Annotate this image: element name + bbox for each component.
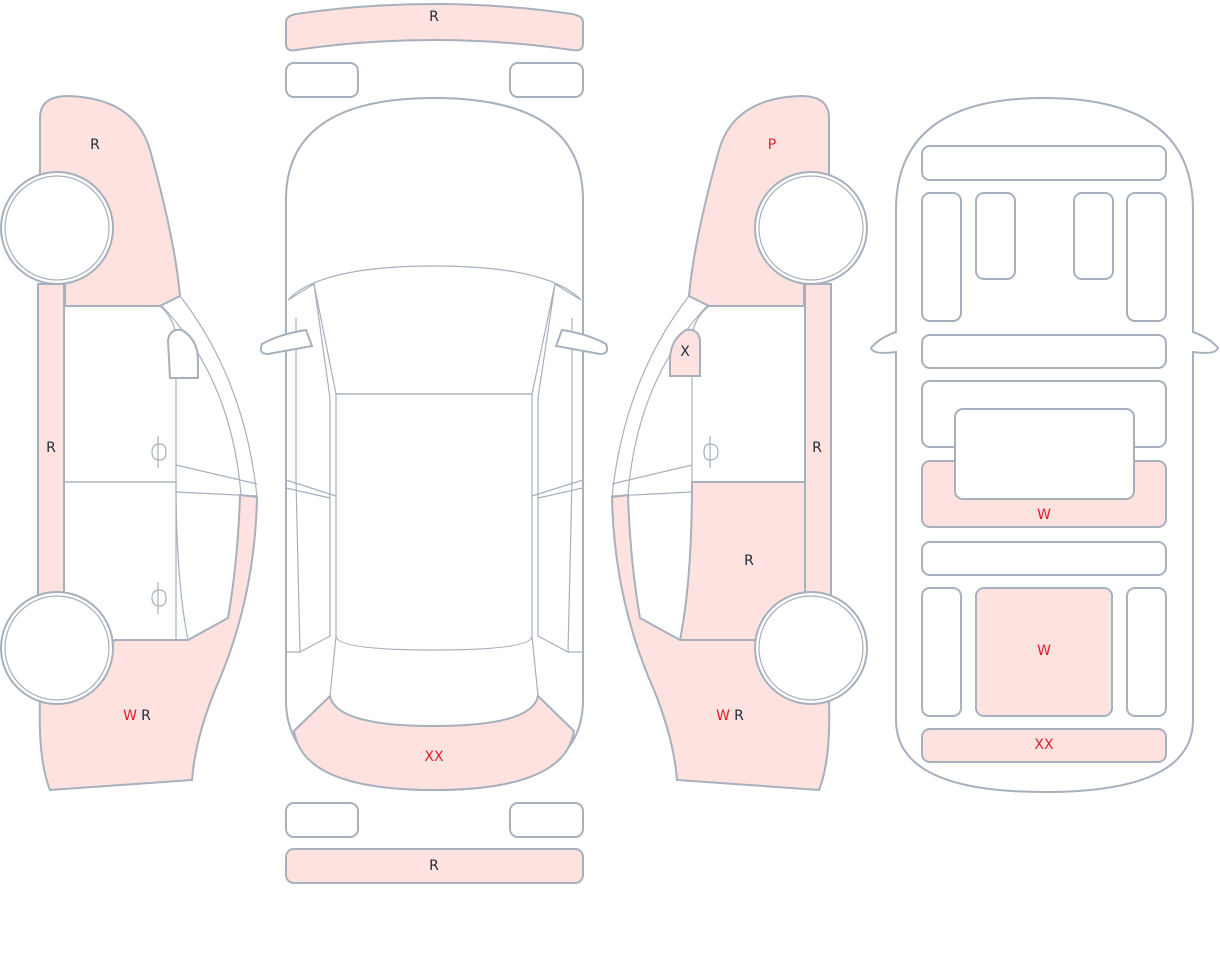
rear-bumper-label: R	[429, 858, 439, 874]
right-front-wheel	[754, 171, 868, 285]
left-side-view: R R W R	[0, 94, 259, 792]
right-headlight[interactable]	[509, 62, 584, 98]
left-front-fender-label: R	[90, 137, 100, 153]
right-rear-quarter-w-label: W	[716, 708, 730, 724]
right-window-line	[611, 464, 693, 497]
rear-bumper[interactable]	[285, 848, 584, 884]
right-rear-quarter-r-label: R	[734, 708, 744, 724]
right-a-pillar	[611, 295, 708, 498]
left-rear-trim[interactable]	[921, 587, 962, 717]
left-rear-wheel-inner	[4, 595, 110, 701]
left-rear-quarter[interactable]	[38, 493, 259, 792]
right-rear-door-label: R	[744, 553, 754, 569]
rear-seat[interactable]	[975, 587, 1113, 717]
right-mirror-top[interactable]	[554, 328, 609, 356]
right-side-view: P X R R W R	[610, 94, 868, 792]
passenger-door-trim[interactable]	[1126, 192, 1167, 322]
passenger-seat[interactable]	[1073, 192, 1114, 280]
left-rear-handle[interactable]	[151, 582, 167, 614]
armrest[interactable]	[954, 408, 1135, 500]
right-pillar-lines	[531, 479, 584, 653]
left-rocker-label: R	[46, 440, 56, 456]
left-taillight[interactable]	[285, 802, 359, 838]
left-headlight[interactable]	[285, 62, 359, 98]
left-rear-quarter-r-label: R	[141, 708, 151, 724]
front-bumper-label: R	[429, 9, 439, 25]
top-view: R XX R	[259, 3, 609, 884]
windshield[interactable]	[287, 265, 582, 395]
interior-view: W W XX	[869, 96, 1220, 794]
front-console[interactable]	[921, 334, 1167, 369]
right-front-door[interactable]	[691, 305, 806, 483]
left-mirror[interactable]	[166, 328, 199, 379]
right-rear-wheel-inner	[758, 595, 864, 701]
rear-seat-label: W	[1037, 643, 1051, 659]
left-window-line	[175, 464, 258, 497]
right-mirror-label: X	[680, 344, 690, 360]
right-rear-trim[interactable]	[1126, 587, 1167, 717]
front-seat-label: W	[1037, 507, 1051, 523]
cargo-label: XX	[1034, 737, 1054, 753]
right-taillight[interactable]	[509, 802, 584, 838]
rear-hatch-label: XX	[424, 749, 444, 765]
right-side-windows	[537, 283, 573, 653]
roof[interactable]	[335, 393, 533, 651]
right-front-fender-label: P	[768, 137, 776, 153]
rear-console[interactable]	[921, 541, 1167, 576]
front-bumper[interactable]	[285, 3, 584, 52]
driver-door-trim[interactable]	[921, 192, 962, 322]
cargo-area[interactable]	[921, 728, 1167, 763]
right-front-wheel-inner	[758, 175, 864, 281]
right-front-handle[interactable]	[703, 436, 719, 468]
right-rocker-panel[interactable]	[804, 283, 832, 599]
right-rear-wheel	[754, 591, 868, 705]
left-rear-door[interactable]	[63, 481, 177, 641]
right-rocker-label: R	[812, 440, 822, 456]
left-rear-quarter-w-label: W	[123, 708, 137, 724]
right-mirror[interactable]	[669, 328, 701, 377]
left-rear-door-curve	[175, 481, 189, 641]
rear-hatch[interactable]	[292, 694, 576, 792]
left-mirror-top[interactable]	[259, 328, 314, 356]
right-rear-quarter[interactable]	[610, 493, 831, 792]
left-front-wheel	[0, 171, 114, 285]
left-front-wheel-inner	[4, 175, 110, 281]
left-rear-wheel	[0, 591, 114, 705]
dashboard[interactable]	[921, 145, 1167, 181]
driver-seat[interactable]	[975, 192, 1016, 280]
left-pillar-lines	[285, 479, 337, 653]
left-side-windows	[295, 283, 331, 653]
rear-window[interactable]	[329, 635, 539, 697]
left-front-door[interactable]	[63, 305, 177, 483]
left-a-pillar	[161, 295, 258, 498]
left-front-handle[interactable]	[151, 436, 167, 468]
